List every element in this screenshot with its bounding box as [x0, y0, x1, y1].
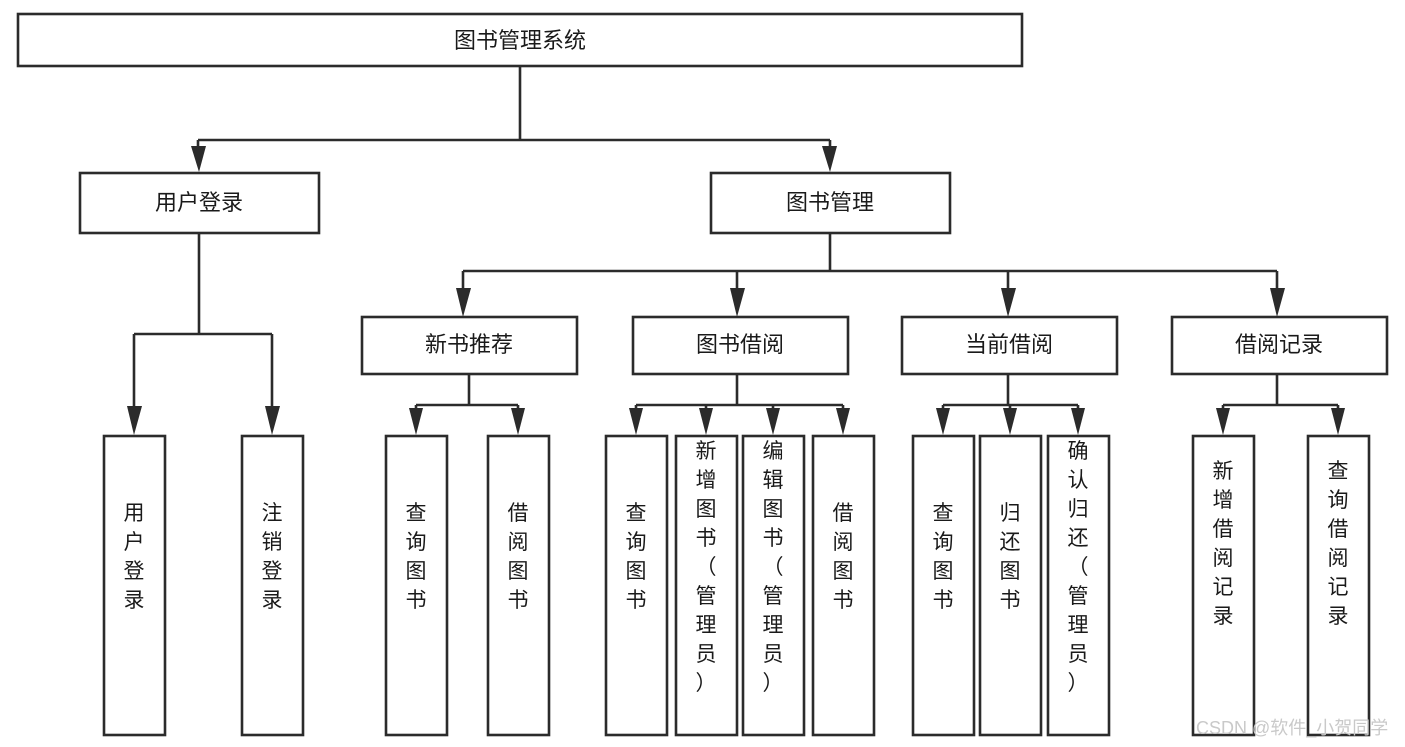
leaf-label: 借阅图书: [508, 502, 529, 612]
arrow-icon-to-leaf-11: [1071, 408, 1085, 435]
node-book-borrow-box[interactable]: [631, 315, 850, 376]
watermark: CSDN @软件_小贺同学: [1196, 718, 1388, 739]
leaf-label: 查询借阅记录: [1328, 460, 1349, 628]
arrow-icon-to-leaf-7: [766, 408, 780, 435]
arrow-icon-to-leaf-3: [409, 408, 423, 435]
leaf-label: 借阅图书: [833, 502, 854, 612]
node-current-borrow[interactable]: 当前借阅: [900, 315, 1119, 376]
node-new-book-recommend[interactable]: 新书推荐: [360, 315, 579, 376]
leaf-node[interactable]: 编辑图书（管理员）: [741, 434, 806, 737]
node-root-label: 图书管理系统: [454, 28, 586, 53]
leaf-box[interactable]: [384, 434, 449, 737]
arrow-icon-to-leaf-2: [265, 406, 280, 435]
node-borrow-record-label: 借阅记录: [1235, 332, 1323, 357]
leaf-label: 归还图书: [1000, 502, 1021, 612]
leaf-node[interactable]: 确认归还（管理员）: [1046, 434, 1111, 737]
leaf-box[interactable]: [978, 434, 1043, 737]
leaf-box[interactable]: [1046, 434, 1111, 737]
leaf-node[interactable]: 注销登录: [240, 434, 305, 737]
arrow-icon-to-leaf-13: [1331, 408, 1345, 435]
leaf-box[interactable]: [1191, 434, 1256, 737]
leaf-label: 新增借阅记录: [1213, 460, 1234, 628]
leaf-node[interactable]: 借阅图书: [811, 434, 876, 737]
leaf-node[interactable]: 查询图书: [384, 434, 449, 737]
leaf-label: 注销登录: [262, 502, 283, 612]
arrow-icon-to-leaf-4: [511, 408, 525, 435]
arrow-icon-to-current: [1001, 288, 1016, 317]
leaf-node[interactable]: 新增图书（管理员）: [674, 434, 739, 737]
leaf-nodes: 用户登录 注销登录 查询图书 借阅图书 查询图书 新增图书（管理员） 编辑图书（…: [102, 434, 1371, 737]
node-book-management-label: 图书管理: [786, 190, 874, 215]
leaf-label: 查询图书: [933, 502, 954, 612]
leaf-label: 新增图书（管理员）: [696, 440, 717, 695]
leaf-box[interactable]: [604, 434, 669, 737]
arrow-icon-to-leaf-6: [699, 408, 713, 435]
arrow-icon-to-new-book: [456, 288, 471, 317]
node-book-borrow-label: 图书借阅: [696, 332, 784, 357]
node-root-box[interactable]: [16, 12, 1024, 68]
leaf-box[interactable]: [674, 434, 739, 737]
leaf-box[interactable]: [486, 434, 551, 737]
node-borrow-record[interactable]: 借阅记录: [1170, 315, 1389, 376]
leaf-label: 确认归还（管理员）: [1068, 440, 1089, 695]
leaf-node[interactable]: 归还图书: [978, 434, 1043, 737]
leaf-node[interactable]: 查询图书: [604, 434, 669, 737]
arrow-heads: [127, 146, 1345, 435]
leaf-node[interactable]: 新增借阅记录: [1191, 434, 1256, 737]
leaf-box[interactable]: [240, 434, 305, 737]
node-current-borrow-label: 当前借阅: [965, 332, 1053, 357]
node-book-management-box[interactable]: [709, 171, 952, 235]
arrow-icon-to-leaf-1: [127, 406, 142, 435]
node-new-book-recommend-label: 新书推荐: [425, 332, 513, 357]
node-book-management[interactable]: 图书管理: [709, 171, 952, 235]
connectors: [132, 66, 1340, 408]
node-borrow-record-box[interactable]: [1170, 315, 1389, 376]
leaf-node[interactable]: 用户登录: [102, 434, 167, 737]
arrow-icon-to-leaf-10: [1003, 408, 1017, 435]
leaf-node[interactable]: 借阅图书: [486, 434, 551, 737]
leaf-label: 查询图书: [406, 502, 427, 612]
node-current-borrow-box[interactable]: [900, 315, 1119, 376]
leaf-node[interactable]: 查询借阅记录: [1306, 434, 1371, 737]
node-user-login-box[interactable]: [78, 171, 321, 235]
leaf-node[interactable]: 查询图书: [911, 434, 976, 737]
arrow-icon-to-leaf-8: [836, 408, 850, 435]
arrow-icon-to-leaf-5: [629, 408, 643, 435]
node-user-login-label: 用户登录: [155, 190, 243, 215]
leaf-label: 编辑图书（管理员）: [763, 440, 784, 695]
arrow-icon-to-leaf-9: [936, 408, 950, 435]
leaf-box[interactable]: [911, 434, 976, 737]
node-root[interactable]: 图书管理系统: [16, 12, 1024, 68]
leaf-label: 查询图书: [626, 502, 647, 612]
arrow-icon-to-leaf-12: [1216, 408, 1230, 435]
leaf-box[interactable]: [741, 434, 806, 737]
leaf-box[interactable]: [1306, 434, 1371, 737]
node-book-borrow[interactable]: 图书借阅: [631, 315, 850, 376]
leaf-label: 用户登录: [124, 502, 145, 612]
node-user-login[interactable]: 用户登录: [78, 171, 321, 235]
arrow-icon-to-record: [1270, 288, 1285, 317]
leaf-box[interactable]: [102, 434, 167, 737]
node-new-book-recommend-box[interactable]: [360, 315, 579, 376]
arrow-icon-to-book-mgmt: [822, 146, 837, 172]
leaf-box[interactable]: [811, 434, 876, 737]
arrow-icon-to-borrow: [730, 288, 745, 317]
arrow-icon-to-user-login: [191, 146, 206, 172]
